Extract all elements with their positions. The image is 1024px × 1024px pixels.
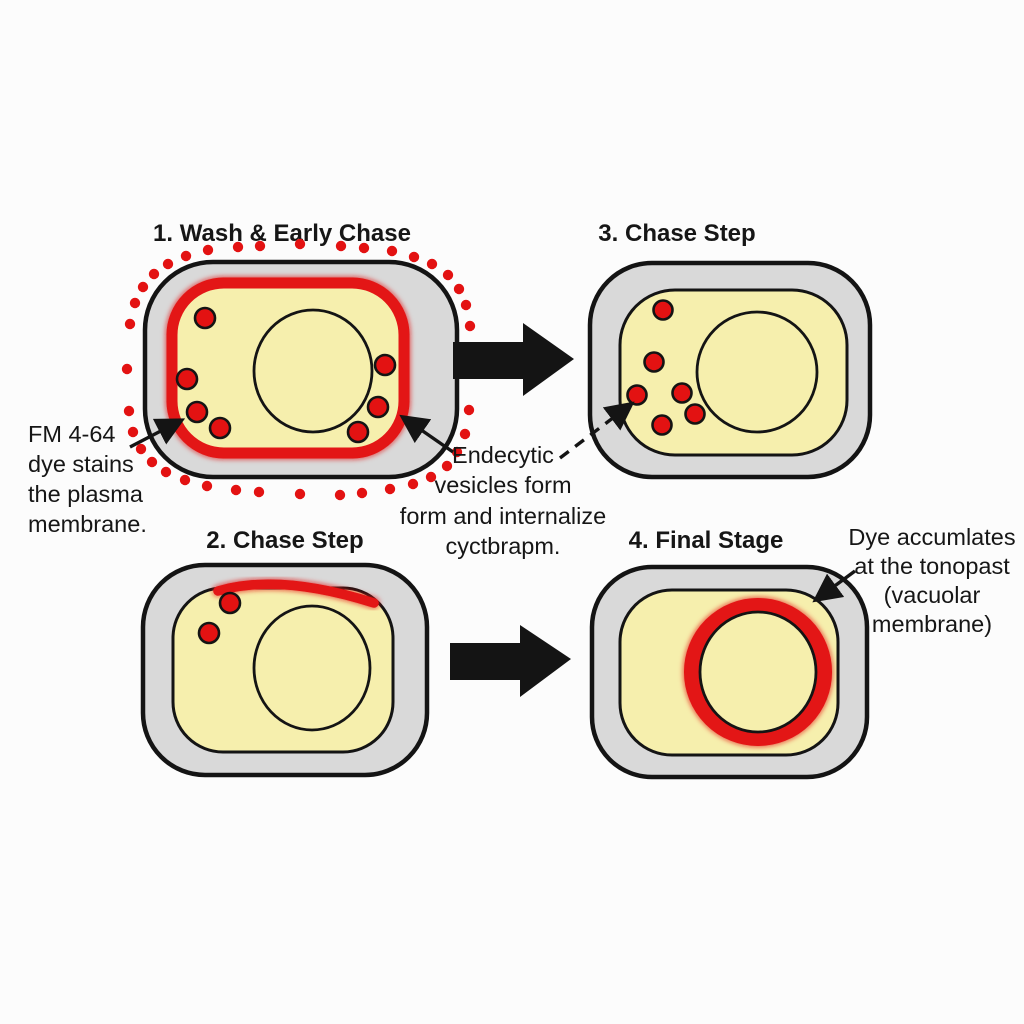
- annotation-endocytic-line1: Endecytic: [452, 442, 554, 468]
- external-dye-dot: [162, 258, 174, 270]
- cell-2-vacuole: [252, 604, 372, 732]
- endocytic-vesicle-dot: [218, 591, 242, 615]
- endocytic-vesicle-dot: [185, 400, 209, 424]
- cell-1-external-dye-dots: [121, 238, 477, 501]
- cell-1-vacuole: [252, 308, 374, 434]
- arrow-stage2-to-stage4: [450, 625, 571, 697]
- cell-4-vacuole: [698, 610, 818, 734]
- endocytic-vesicle-dot: [208, 416, 232, 440]
- annotation-endocytic-line2: vesicles form: [434, 472, 571, 498]
- external-dye-dot: [129, 297, 141, 309]
- external-dye-dot: [334, 489, 346, 501]
- panel-3-title: 3. Chase Step: [598, 220, 755, 247]
- annotation-dye-line1: Dye accumlates: [848, 524, 1015, 550]
- endocytic-vesicle-dot: [643, 351, 665, 373]
- external-dye-dot: [124, 318, 136, 330]
- annotation-dye-accumulates: Dye accumlates at the tonopast (vacuolar…: [848, 524, 1015, 637]
- panel-1-wash-early-chase: 1. Wash & Early Chase: [121, 220, 477, 501]
- endocytic-vesicle-dot: [684, 403, 706, 425]
- annotation-dye-line2: at the tonopast: [854, 553, 1010, 579]
- cell-3-vesicles: [626, 299, 706, 436]
- external-dye-dot: [335, 240, 347, 252]
- panel-2-title: 2. Chase Step: [206, 527, 363, 554]
- annotation-endocytic: Endecytic vesicles form form and interna…: [400, 442, 606, 559]
- annotation-endocytic-line3: form and internalize: [400, 503, 606, 529]
- annotation-fm-dye: FM 4-64 dye stains the plasma membrane.: [28, 421, 147, 537]
- external-dye-dot: [407, 478, 419, 490]
- external-dye-dot: [453, 283, 465, 295]
- arrow-stage1-to-stage3: [453, 323, 574, 396]
- external-dye-dot: [146, 456, 158, 468]
- external-dye-dot: [441, 460, 453, 472]
- external-dye-dot: [425, 471, 437, 483]
- external-dye-dot: [202, 244, 214, 256]
- external-dye-dot: [253, 486, 265, 498]
- annotation-fm-dye-line2: dye stains: [28, 451, 134, 477]
- external-dye-dot: [408, 251, 420, 263]
- endocytic-vesicle-dot: [652, 299, 674, 321]
- endocytic-vesicle-dot: [651, 414, 673, 436]
- cell-2-residual-dye-arc: [213, 579, 379, 608]
- endocytic-vesicle-dot: [175, 367, 199, 391]
- endocytic-vesicle-dot: [626, 384, 648, 406]
- external-dye-dot: [160, 466, 172, 478]
- annotation-dye-line4: membrane): [872, 611, 992, 637]
- cell-3-vacuole: [695, 310, 819, 434]
- external-dye-dot: [180, 250, 192, 262]
- endocytic-vesicle-dot: [671, 382, 693, 404]
- endocytic-dashed-arrow-to-cell3: [558, 401, 635, 460]
- external-dye-dot: [451, 446, 463, 458]
- external-dye-dot: [442, 269, 454, 281]
- external-dye-dot: [230, 484, 242, 496]
- endocytic-vesicle-dot: [346, 420, 370, 444]
- external-dye-dot: [459, 428, 471, 440]
- panel-1-title: 1. Wash & Early Chase: [153, 220, 411, 247]
- annotation-fm-dye-line1: FM 4-64: [28, 421, 116, 447]
- endocytic-vesicle-dot: [373, 353, 397, 377]
- external-dye-dot: [460, 299, 472, 311]
- external-dye-dot: [386, 245, 398, 257]
- endocytic-vesicle-dot: [366, 395, 390, 419]
- external-dye-dot: [135, 443, 147, 455]
- external-dye-dot: [358, 242, 370, 254]
- endocytic-vesicle-dot: [193, 306, 217, 330]
- cell-1-vesicles: [175, 306, 397, 444]
- external-dye-dot: [121, 363, 133, 375]
- external-dye-dot: [294, 238, 306, 250]
- external-dye-dot: [426, 258, 438, 270]
- external-dye-dot: [254, 240, 266, 252]
- external-dye-dot: [384, 483, 396, 495]
- annotation-dye-line3: (vacuolar: [884, 582, 981, 608]
- panel-2-chase-step: 2. Chase Step: [140, 527, 430, 778]
- external-dye-dot: [463, 404, 475, 416]
- dye-accumulates-pointer-arrow: [812, 569, 857, 603]
- panel-4-title: 4. Final Stage: [629, 527, 784, 554]
- annotation-fm-dye-line4: membrane.: [28, 511, 147, 537]
- cell-2-vesicles: [197, 591, 242, 645]
- cell-4-tonoplast-stained-ring: [684, 598, 832, 746]
- external-dye-dot: [464, 320, 476, 332]
- external-dye-dot: [137, 281, 149, 293]
- panel-4-final-stage: 4. Final Stage: [589, 527, 870, 780]
- external-dye-dot: [123, 405, 135, 417]
- external-dye-dot: [179, 474, 191, 486]
- external-dye-dot: [232, 241, 244, 253]
- annotation-fm-dye-line3: the plasma: [28, 481, 144, 507]
- fm-dye-pointer-arrow: [129, 418, 186, 449]
- external-dye-dot: [201, 480, 213, 492]
- external-dye-dot: [127, 426, 139, 438]
- annotation-endocytic-line4: cyctbrapm.: [446, 533, 561, 559]
- endocytic-vesicle-dot: [197, 621, 221, 645]
- external-dye-dot: [148, 268, 160, 280]
- external-dye-dot: [294, 488, 306, 500]
- external-dye-dot: [356, 487, 368, 499]
- panel-3-chase-step: 3. Chase Step: [587, 220, 873, 480]
- endocytic-pointer-arrow-to-cell1: [399, 414, 454, 454]
